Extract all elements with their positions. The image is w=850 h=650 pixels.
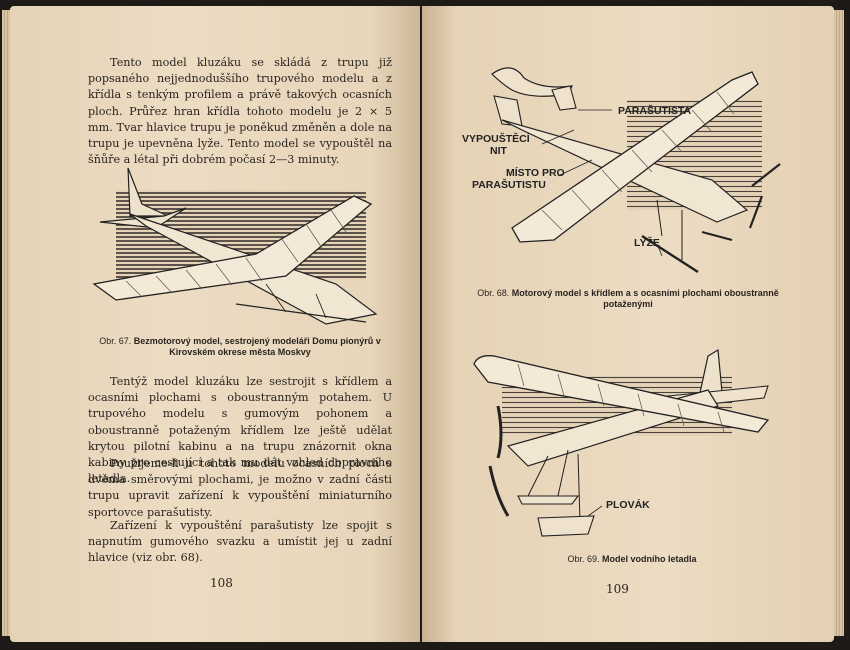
label-float: PLOVÁK	[606, 498, 650, 511]
label-parachutist: PARAŠUTISTA	[618, 104, 692, 117]
figure-67-glider	[92, 167, 378, 325]
page-edges-left	[2, 10, 12, 636]
figure-69-caption: Obr. 69. Model vodního letadla	[567, 554, 697, 564]
page-edges-right	[834, 10, 844, 636]
right-page: PARAŠUTISTA VYPOUŠTĚCÍ NIT MÍSTO PRO PAR…	[422, 6, 834, 642]
paragraph-1: Tento model kluzáku se skládá z trupu ji…	[88, 56, 392, 167]
label-place-line2: PARAŠUTISTU	[472, 178, 546, 191]
page-number-right: 109	[606, 582, 629, 596]
figure-68-motor-model: PARAŠUTISTA VYPOUŠTĚCÍ NIT MÍSTO PRO PAR…	[462, 67, 781, 274]
label-release-line2: NIT	[490, 145, 508, 157]
page-number-left: 108	[210, 576, 233, 590]
figure-69-seaplane: PLOVÁK	[473, 348, 770, 537]
label-ski: LYŽE	[634, 236, 660, 249]
left-page: Tento model kluzáku se skládá z trupu ji…	[10, 6, 420, 642]
label-release-line1: VYPOUŠTĚCÍ	[462, 132, 531, 145]
paragraph-2: Tentýž model kluzáku lze sestrojit s kří…	[88, 375, 392, 486]
figure-67-caption: Obr. 67. Bezmotorový model, sestrojený m…	[99, 336, 381, 357]
label-place-line1: MÍSTO PRO	[506, 166, 565, 179]
paragraph-3: Použijeme-li u tohoto modelu ocasních pl…	[88, 457, 392, 519]
paragraph-4: Zařízení k vypouštění parašutisty lze sp…	[88, 519, 392, 565]
figure-68-caption: Obr. 68. Motorový model s křídlem a s oc…	[477, 288, 779, 309]
